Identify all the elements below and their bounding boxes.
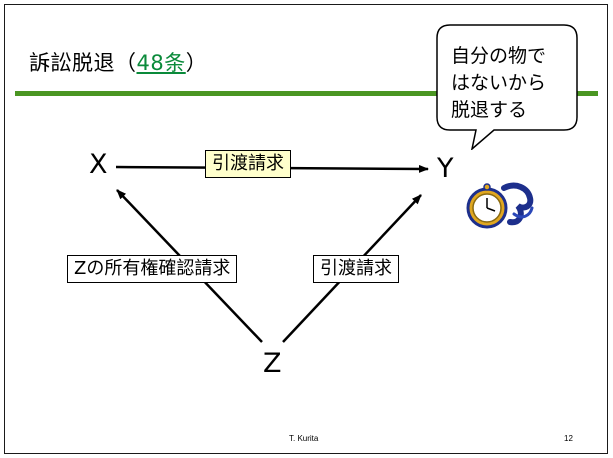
title-underline-bar	[15, 91, 598, 96]
speech-line-2: はないから	[451, 72, 547, 94]
speech-bubble-text: 自分の物で はないから 脱退する	[451, 43, 571, 124]
title-close-paren: ）	[185, 51, 208, 75]
slide-title: 訴訟脱退（48条）	[29, 47, 207, 77]
label-z-to-y-claim: 引渡請求	[313, 255, 399, 283]
footer-author: T. Kurita	[289, 434, 319, 443]
speech-bubble	[436, 24, 578, 150]
party-y: Y	[437, 153, 454, 184]
party-z: Z	[263, 348, 282, 379]
article-link[interactable]: 48条	[136, 51, 186, 75]
title-open-paren: （	[115, 51, 137, 75]
label-z-to-x-claim: Zの所有権確認請求	[67, 255, 238, 283]
pocket-watch-icon	[466, 182, 534, 229]
title-text: 訴訟脱退	[29, 51, 115, 75]
page-number: 12	[564, 434, 573, 443]
party-x: X	[89, 149, 108, 180]
label-x-to-y-claim: 引渡請求	[205, 150, 291, 178]
speech-line-1: 自分の物で	[451, 45, 547, 67]
speech-line-3: 脱退する	[451, 99, 528, 121]
